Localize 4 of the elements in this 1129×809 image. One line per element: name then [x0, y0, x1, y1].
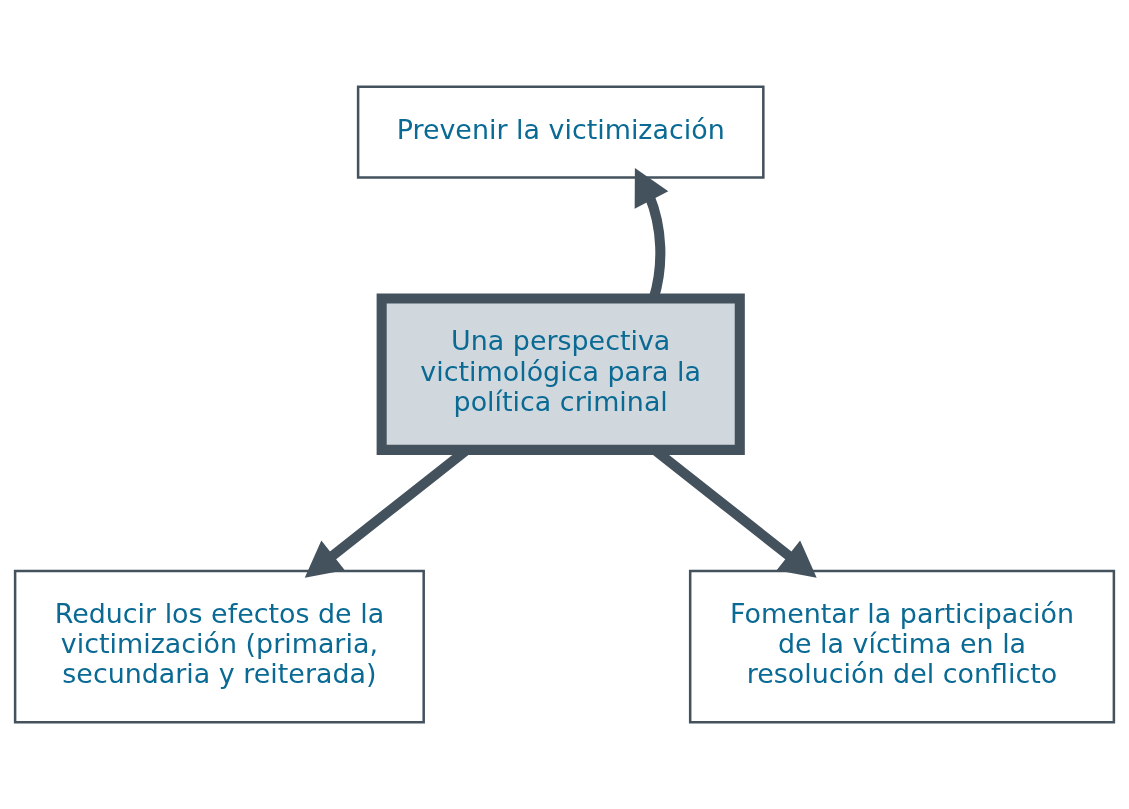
node-box: Reducir los efectos de la victimización (primaria, secundaria y reiterada)	[13, 569, 425, 724]
node-box: Una perspectiva victimológica para la política criminal	[376, 293, 745, 455]
node-box: Prevenir la victimización	[356, 85, 765, 179]
node-box: Fomentar la participación de la víctima en la resolución del conflicto	[688, 569, 1116, 724]
